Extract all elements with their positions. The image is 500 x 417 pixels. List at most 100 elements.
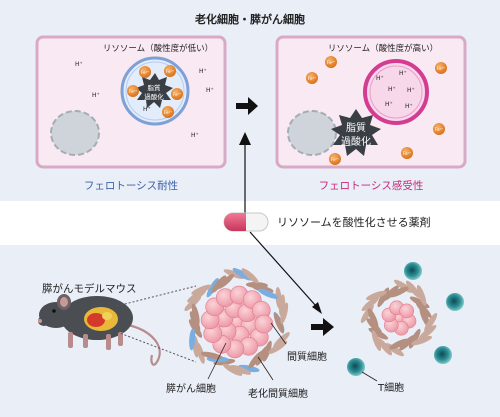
left-proton: H⁺: [143, 106, 151, 113]
senescent-stromal-cell: [416, 285, 427, 306]
cancer-pointer: [207, 342, 227, 380]
svg-text:Fe²⁺: Fe²⁺: [327, 60, 335, 65]
right-cell-caption: フェロトーシス感受性: [319, 179, 424, 192]
senescent-stromal-cell: [415, 301, 432, 318]
svg-text:Fe²⁺: Fe²⁺: [141, 70, 149, 75]
t-cell: [446, 293, 464, 311]
left-lysosome-label: リソソーム（酸性度が低い）: [103, 43, 213, 54]
drug-capsule: [223, 212, 269, 232]
senescent-stromal-cell: [411, 335, 432, 346]
left-proton: H⁺: [206, 87, 214, 94]
right-iron-ion: Fe²⁺: [435, 62, 447, 74]
senescent-stromal-cell: [184, 295, 202, 311]
senescent-stromal-cell: [377, 337, 393, 356]
left-iron-ion: Fe²⁺: [139, 66, 151, 78]
senescent-stromal-cell: [399, 334, 416, 351]
senescent-stromal-cell: [361, 296, 380, 312]
stromal-pointer: [270, 322, 287, 345]
senescent-stromal-cell: [424, 313, 438, 332]
treatment-arrow: [311, 318, 334, 336]
tcell-label: T細胞: [377, 381, 404, 394]
svg-text:Fe²⁺: Fe²⁺: [308, 76, 316, 81]
right-burst-label-1: 脂質: [346, 121, 366, 134]
senescent-stromal-cell: [382, 285, 399, 302]
senescent-stromal-pointer: [257, 356, 274, 381]
right-proton: H⁺: [399, 70, 407, 77]
senescent-stromal-cell: [223, 269, 245, 279]
cancer-cell: [254, 314, 274, 334]
left-proton: H⁺: [199, 68, 207, 75]
svg-text:Fe²⁺: Fe²⁺: [331, 157, 339, 162]
right-proton: H⁺: [407, 87, 415, 94]
top-panel-title: 老化細胞・膵がん細胞: [194, 12, 305, 26]
drug-diagonal-arrow-head: [312, 302, 322, 314]
senescent-stromal-cell: [366, 290, 387, 301]
svg-text:Fe²⁺: Fe²⁺: [164, 110, 172, 115]
mouse-label: 膵がんモデルマウス: [42, 282, 137, 295]
senescent-stromal-cell: [255, 346, 268, 366]
right-burst-label-2: 過酸化: [341, 135, 371, 148]
mouse-illustration: [38, 294, 161, 366]
senescent-stromal-cell: [191, 303, 200, 325]
senescent-stromal-cell: [216, 274, 235, 290]
stromal-cell: [237, 364, 260, 373]
senescent-stromal-cell: [273, 313, 285, 334]
stromal-cell: [232, 268, 252, 281]
senescent-stromal-cell: [268, 340, 288, 354]
right-lysosome-label: リソソーム（酸性度が高い）: [328, 43, 438, 54]
senescent-stromal-cell: [211, 275, 227, 293]
right-iron-ion: Fe²⁺: [329, 153, 341, 165]
stromal-cell: [206, 278, 219, 298]
left-burst-label-1: 脂質: [148, 83, 162, 92]
senescent-stromal-cell: [385, 343, 404, 357]
cancer-cell: [399, 303, 415, 319]
drug-diagonal-arrow-line: [249, 231, 317, 307]
right-proton: H⁺: [385, 101, 393, 108]
right-lipid-peroxidation-burst: [331, 109, 381, 156]
left-burst-label-2: 過酸化: [144, 92, 164, 101]
cancer-label: 膵がん細胞: [166, 382, 216, 395]
senescent-stromal-cell: [388, 286, 410, 298]
tcell-pointer: [361, 371, 378, 382]
senescent-stromal-cell: [371, 330, 382, 351]
stromal-cell: [257, 288, 279, 299]
left-proton: H⁺: [191, 132, 199, 139]
zoom-guide-line: [116, 285, 197, 307]
left-nucleus: [50, 110, 100, 156]
stromal-label: 間質細胞: [287, 350, 327, 363]
drug-up-arrow-head: [239, 132, 251, 145]
senescent-stromal-cell: [405, 280, 421, 299]
left-iron-ion: Fe²⁺: [127, 85, 139, 97]
t-cell: [347, 358, 365, 376]
senescent-stromal-cell: [273, 332, 290, 348]
senescent-stromal-label: 老化間質細胞: [248, 387, 308, 400]
senescent-stromal-cell: [222, 363, 243, 376]
svg-text:Fe²⁺: Fe²⁺: [129, 89, 137, 94]
transition-arrow: [236, 97, 258, 115]
right-lysosome: [363, 59, 429, 125]
senescent-stromal-cell: [230, 365, 252, 375]
svg-text:Fe²⁺: Fe²⁺: [166, 69, 174, 74]
senescent-stromal-cell: [366, 318, 383, 335]
right-cell: リソソーム（酸性度が高い） H⁺ H⁺ H⁺ H⁺ H⁺ H⁺ 脂質 過酸化 F…: [275, 35, 467, 169]
right-proton: H⁺: [388, 86, 396, 93]
left-iron-ion: Fe²⁺: [164, 65, 176, 77]
left-proton: H⁺: [75, 61, 83, 68]
svg-text:Fe²⁺: Fe²⁺: [437, 66, 445, 71]
left-iron-ion: Fe²⁺: [171, 88, 183, 100]
senescent-stromal-cell: [188, 319, 203, 338]
senescent-stromal-cell: [280, 302, 289, 324]
svg-text:Fe²⁺: Fe²⁺: [403, 151, 411, 156]
senescent-stromal-cell: [200, 351, 223, 360]
left-cell-caption: フェロトーシス耐性: [84, 179, 178, 192]
senescent-stromal-cell: [360, 304, 374, 323]
right-proton: H⁺: [405, 103, 413, 110]
drug-label: リソソームを酸性化させる薬剤: [277, 215, 431, 229]
left-lipid-peroxidation-burst: [136, 73, 173, 108]
t-cell: [404, 262, 422, 280]
senescent-stromal-cell: [189, 311, 201, 332]
senescent-stromal-cell: [418, 324, 437, 340]
senescent-stromal-cell: [394, 279, 413, 293]
senescent-stromal-cell: [191, 284, 212, 295]
right-iron-ion: Fe²⁺: [325, 56, 337, 68]
